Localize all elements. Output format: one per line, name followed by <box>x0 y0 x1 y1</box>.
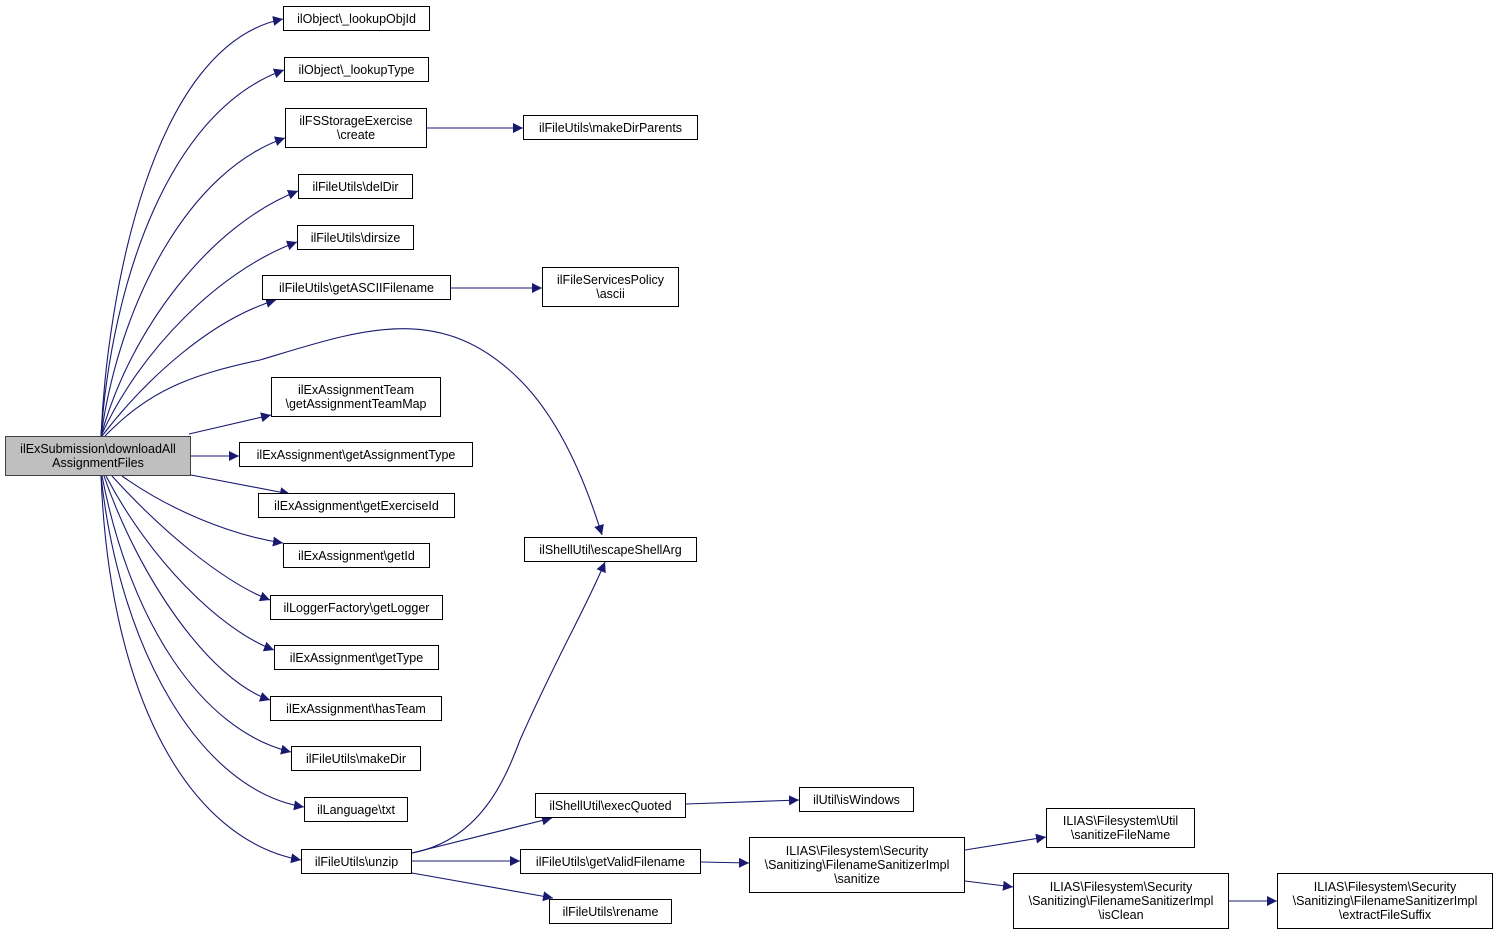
call-edge-n24-to-n25 <box>964 833 1047 851</box>
function-node[interactable]: ilObject\_lookupObjId <box>283 6 430 31</box>
node-label-line: \sanitize <box>834 872 880 886</box>
function-node[interactable]: ilFileUtils\getASCIIFilename <box>262 275 451 300</box>
node-label-line: ilLanguage\txt <box>317 802 395 817</box>
function-node[interactable]: ilFileUtils\delDir <box>298 174 413 199</box>
function-node[interactable]: ilUtil\isWindows <box>799 787 914 812</box>
call-edge-n19-to-n20 <box>411 815 553 854</box>
function-node[interactable]: ILIAS\Filesystem\Security\Sanitizing\Fil… <box>749 837 965 893</box>
function-node[interactable]: ilFileUtils\getValidFilename <box>520 849 701 874</box>
node-label-line: ilExAssignment\getAssignmentType <box>256 447 456 462</box>
call-edge-root-to-n17 <box>101 475 292 755</box>
function-node[interactable]: ilFileUtils\makeDir <box>291 746 421 771</box>
node-label-line: ilExAssignmentTeam <box>297 383 414 397</box>
node-label-line: \Sanitizing\FilenameSanitizerImpl <box>764 858 950 872</box>
node-label-line: ilFSStorageExercise <box>299 114 413 128</box>
node-label-line: ILIAS\Filesystem\Util <box>1062 814 1179 828</box>
function-node[interactable]: ilFileUtils\rename <box>549 899 672 924</box>
node-label-line: ilFileUtils\makeDir <box>305 751 406 766</box>
function-node[interactable]: ilExAssignment\getExerciseId <box>258 493 455 518</box>
function-node[interactable]: ilShellUtil\execQuoted <box>535 793 686 818</box>
function-node[interactable]: ilExAssignment\hasTeam <box>270 696 442 721</box>
function-node[interactable]: ilFSStorageExercise\create <box>285 108 427 148</box>
node-label-line: ilFileUtils\rename <box>562 904 659 919</box>
function-node[interactable]: ILIAS\Filesystem\Security\Sanitizing\Fil… <box>1277 873 1493 929</box>
call-edge-root-to-n13 <box>121 475 284 547</box>
node-label-line: ilFileUtils\makeDirParents <box>538 120 683 135</box>
call-edge-root-to-n11 <box>190 474 291 498</box>
function-node[interactable]: ilExAssignment\getType <box>274 645 439 670</box>
node-label-line: ilExSubmission\downloadAll <box>20 442 176 456</box>
call-edge-root-to-n2 <box>100 68 285 437</box>
node-label-line: ilExAssignment\getId <box>298 548 415 563</box>
function-node[interactable]: ilExAssignment\getId <box>283 543 430 568</box>
node-label-line: ilFileUtils\getASCIIFilename <box>279 280 434 295</box>
function-node[interactable]: ILIAS\Filesystem\Util\sanitizeFileName <box>1046 808 1195 848</box>
node-label-line: \Sanitizing\FilenameSanitizerImpl <box>1292 894 1478 908</box>
node-label-line: ilFileUtils\delDir <box>312 179 399 194</box>
function-node[interactable]: ilLoggerFactory\getLogger <box>270 595 443 620</box>
call-edge-n19-to-n23 <box>411 872 554 902</box>
node-label-line: ilExAssignment\hasTeam <box>286 701 426 716</box>
node-label-line: AssignmentFiles <box>52 456 144 470</box>
node-label-line: ilObject\_lookupType <box>298 62 415 77</box>
call-edge-root-to-n14 <box>111 475 271 602</box>
node-label-line: ilFileUtils\dirsize <box>310 230 401 245</box>
node-label-line: ilFileUtils\getValidFilename <box>535 854 686 869</box>
function-node[interactable]: ilExAssignmentTeam\getAssignmentTeamMap <box>271 377 441 417</box>
function-node[interactable]: ilObject\_lookupType <box>284 57 429 82</box>
call-edge-n24-to-n26 <box>964 880 1014 891</box>
node-label-line: ilShellUtil\escapeShellArg <box>539 542 682 557</box>
call-edge-root-to-n1 <box>100 16 284 437</box>
call-edge-root-to-n19 <box>100 475 302 864</box>
node-label-line: ilExAssignment\getType <box>289 650 424 665</box>
call-edge-root-to-n3 <box>100 136 286 437</box>
call-edge-root-to-n18 <box>100 475 305 811</box>
function-node[interactable]: ilFileUtils\unzip <box>301 849 412 874</box>
function-node[interactable]: ilFileServicesPolicy\ascii <box>542 267 679 307</box>
call-edge-root-to-n5 <box>100 189 299 437</box>
node-label-line: ILIAS\Filesystem\Security <box>785 844 929 858</box>
function-node[interactable]: ilFileUtils\dirsize <box>297 225 414 250</box>
call-edge-root-to-n7 <box>101 298 277 437</box>
call-edge-root-to-n16 <box>103 475 271 702</box>
function-node[interactable]: ILIAS\Filesystem\Security\Sanitizing\Fil… <box>1013 873 1229 929</box>
node-label-line: \extractFileSuffix <box>1338 908 1432 922</box>
node-label-line: ilUtil\isWindows <box>813 792 900 807</box>
node-label-line: \getAssignmentTeamMap <box>285 397 427 411</box>
function-node[interactable]: ilFileUtils\makeDirParents <box>523 115 698 140</box>
node-label-line: ilShellUtil\execQuoted <box>549 798 672 813</box>
node-label-line: \Sanitizing\FilenameSanitizerImpl <box>1028 894 1214 908</box>
node-label-line: \isClean <box>1098 908 1144 922</box>
call-edge-root-to-n15 <box>105 475 275 652</box>
function-node[interactable]: ilLanguage\txt <box>304 797 408 822</box>
node-label-line: \sanitizeFileName <box>1070 828 1171 842</box>
function-node[interactable]: ilExAssignment\getAssignmentType <box>239 442 473 467</box>
node-label-line: ilExAssignment\getExerciseId <box>274 498 439 513</box>
call-edge-n22-to-n24 <box>700 857 750 868</box>
call-edge-n19-to-n12 <box>411 561 606 854</box>
node-label-line: ilFileUtils\unzip <box>314 854 399 869</box>
call-edge-root-to-n6 <box>100 240 298 437</box>
node-label-line: ILIAS\Filesystem\Security <box>1049 880 1193 894</box>
node-label-line: ilObject\_lookupObjId <box>297 11 416 26</box>
call-edge-root-to-n12 <box>104 328 604 536</box>
node-label-line: \ascii <box>596 287 625 301</box>
call-edge-root-to-n9 <box>188 412 272 435</box>
function-node[interactable]: ilShellUtil\escapeShellArg <box>524 537 697 562</box>
node-label-line: \create <box>336 128 376 142</box>
node-label-line: ilLoggerFactory\getLogger <box>283 600 430 615</box>
node-label-line: ilFileServicesPolicy <box>557 273 664 287</box>
node-label-line: ILIAS\Filesystem\Security <box>1313 880 1457 894</box>
call-edge-n20-to-n21 <box>685 795 800 806</box>
